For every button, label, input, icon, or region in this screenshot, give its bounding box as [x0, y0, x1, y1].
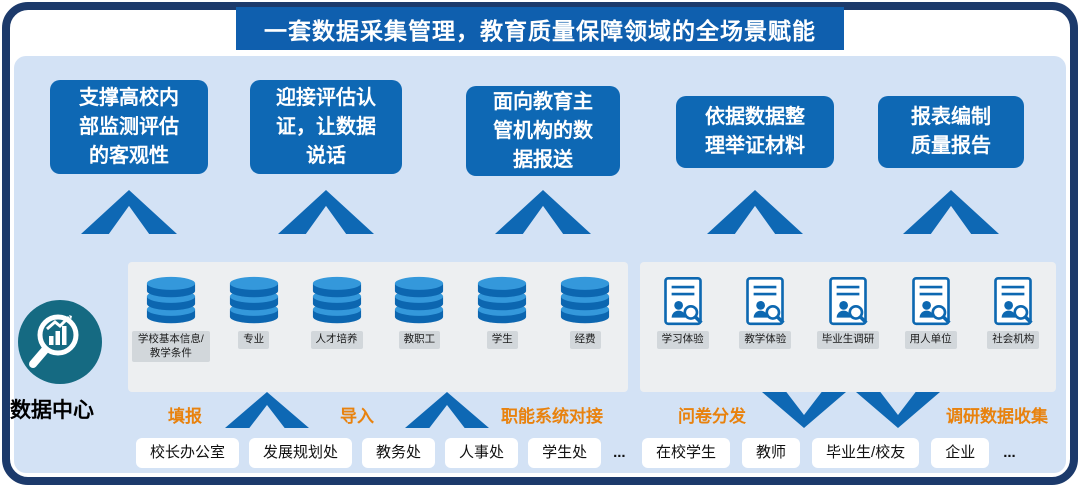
survey-panel: 学习体验 教学体验 毕业生调: [640, 262, 1056, 392]
database-label: 人才培养: [310, 331, 363, 349]
database-icon: [146, 276, 195, 324]
survey-label: 用人单位: [904, 331, 957, 349]
ellipsis-label: ...: [1003, 444, 1016, 461]
benefit-label: 迎接评估认证，让数据说话: [276, 86, 376, 167]
database-label: 经费: [569, 331, 601, 349]
database-item: 经费: [545, 276, 625, 349]
source-box: 教务处: [362, 438, 436, 468]
survey-item: 毕业生调研: [808, 276, 888, 349]
document-search-icon: [829, 276, 868, 326]
database-panel: 学校基本信息/教学条件 专业 人才培养 教职工: [128, 262, 628, 392]
database-icon: [229, 276, 278, 324]
database-icon: [478, 276, 527, 324]
source-box: 毕业生/校友: [812, 438, 920, 468]
source-box: 发展规划处: [249, 438, 353, 468]
flow-label-system-integration: 职能系统对接: [501, 407, 603, 426]
document-search-icon: [663, 276, 703, 326]
survey-label: 教学体验: [739, 331, 792, 349]
flow-label-survey-collection: 调研数据收集: [946, 407, 1048, 426]
database-item: 学生: [462, 276, 542, 349]
flow-label-fill-report: 填报: [168, 407, 202, 426]
database-label: 学校基本信息/教学条件: [131, 331, 210, 363]
flow-label-questionnaire: 问卷分发: [678, 407, 746, 426]
database-icon: [312, 276, 361, 324]
database-label: 专业: [238, 331, 270, 349]
document-search-icon: [994, 276, 1033, 326]
ellipsis-label: ...: [613, 444, 626, 461]
database-item: 教职工: [379, 276, 459, 349]
benefit-label: 依据数据整理举证材料: [705, 106, 805, 157]
database-icon: [560, 276, 610, 324]
database-item: 人才培养: [297, 276, 377, 349]
benefit-box-evidence-materials: 依据数据整理举证材料: [676, 96, 834, 168]
source-row-internal: 校长办公室 发展规划处 教务处 人事处 学生处 ...: [136, 438, 628, 468]
benefit-box-quality-reports: 报表编制质量报告: [878, 96, 1024, 168]
page-title: 一套数据采集管理，教育质量保障领域的全场景赋能: [264, 17, 816, 44]
survey-item: 教学体验: [725, 276, 805, 349]
benefit-label: 面向教育主管机构的数据报送: [493, 90, 593, 171]
data-center-icon: [18, 300, 102, 384]
source-box: 校长办公室: [136, 438, 240, 468]
flow-label-import: 导入: [340, 407, 374, 426]
source-row-external: 在校学生 教师 毕业生/校友 企业 ...: [642, 438, 1018, 468]
benefit-box-authority-reporting: 面向教育主管机构的数据报送: [466, 86, 620, 176]
document-search-icon: [746, 276, 785, 326]
source-box: 人事处: [445, 438, 519, 468]
database-item: 学校基本信息/教学条件: [131, 276, 211, 363]
benefit-box-accreditation: 迎接评估认证，让数据说话: [250, 80, 402, 174]
data-center-label: 数据中心: [10, 399, 94, 422]
benefit-label: 报表编制质量报告: [911, 106, 991, 157]
survey-label: 毕业生调研: [816, 331, 880, 349]
benefit-label: 支撑高校内部监测评估的客观性: [79, 86, 179, 167]
benefit-box-internal-monitoring: 支撑高校内部监测评估的客观性: [50, 80, 208, 174]
source-box: 企业: [931, 438, 990, 468]
survey-item: 社会机构: [973, 276, 1053, 349]
source-box: 学生处: [528, 438, 602, 468]
survey-item: 用人单位: [891, 276, 971, 349]
title-banner: 一套数据采集管理，教育质量保障领域的全场景赋能: [236, 7, 844, 50]
database-icon: [395, 276, 444, 324]
source-box: 教师: [742, 438, 801, 468]
database-item: 专业: [214, 276, 294, 349]
document-search-icon: [911, 276, 951, 326]
source-box: 在校学生: [642, 438, 731, 468]
database-label: 学生: [486, 331, 518, 349]
survey-label: 学习体验: [656, 331, 709, 349]
database-label: 教职工: [398, 331, 441, 349]
survey-label: 社会机构: [987, 331, 1040, 349]
survey-item: 学习体验: [643, 276, 723, 349]
